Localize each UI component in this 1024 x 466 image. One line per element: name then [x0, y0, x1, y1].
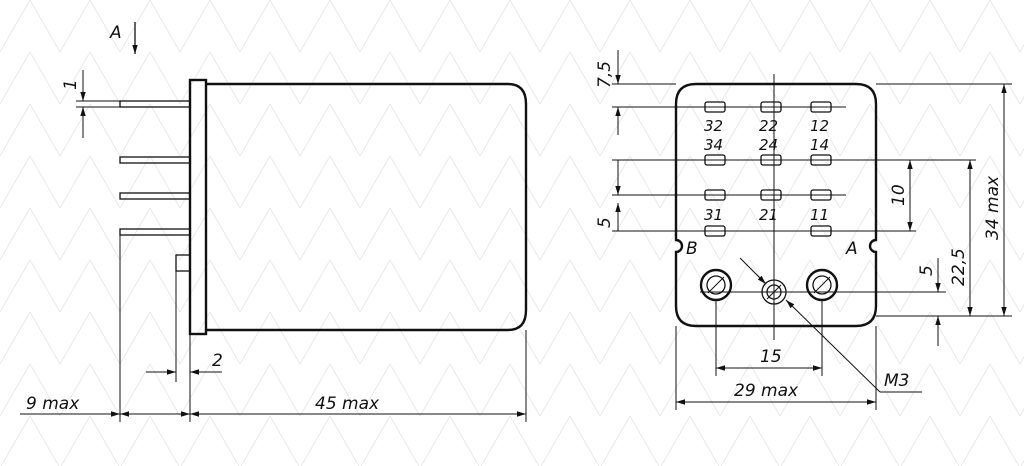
- pin-label: 31: [704, 206, 723, 224]
- pin-4: [119, 228, 191, 236]
- svg-text:15: 15: [760, 347, 782, 367]
- pin-2: [119, 156, 191, 164]
- svg-text:M3: M3: [884, 371, 909, 391]
- pin-pad: [704, 154, 726, 166]
- dim-height: 34 max: [983, 84, 1007, 316]
- svg-text:1: 1: [61, 79, 81, 90]
- pin-label: 14: [810, 136, 829, 154]
- view-marker-label: A: [109, 23, 122, 43]
- pin-pad: [810, 101, 832, 113]
- svg-text:34 max: 34 max: [983, 175, 1003, 240]
- base-plate: [674, 82, 878, 328]
- side-view: A 1 2: [20, 22, 528, 422]
- relay-cover: [206, 82, 528, 332]
- pin-pad: [810, 225, 832, 237]
- dim-body-length-label: 45 max: [315, 394, 380, 414]
- dim-hole-spacing: 15: [716, 347, 822, 371]
- corner-label-b: B: [686, 239, 698, 259]
- pin-pad: [810, 154, 832, 166]
- svg-text:5: 5: [917, 265, 937, 276]
- svg-text:22,5: 22,5: [949, 248, 969, 286]
- pin-pad: [810, 189, 832, 201]
- dim-width: 29 max: [675, 326, 877, 410]
- pin-pad: [760, 101, 782, 113]
- dim-row-pitch: 10: [889, 160, 913, 231]
- svg-text:10: 10: [889, 184, 909, 206]
- front-view: 32 22 12 34 24 14 31 21 11 B A: [595, 50, 1012, 410]
- pin-label: 21: [759, 206, 778, 224]
- dim-screw-offset: 5: [917, 258, 941, 346]
- dim-rows-span: 22,5: [949, 160, 973, 316]
- dim-bottom-row-offset: 5: [595, 160, 621, 231]
- svg-text:29 max: 29 max: [734, 381, 799, 401]
- dim-pin-length-label: 9 max: [26, 394, 80, 414]
- corner-label-a: A: [845, 239, 858, 259]
- pin-pad: [704, 225, 726, 237]
- dim-lengths: 9 max 45 max: [20, 235, 527, 422]
- pin-pad: [704, 101, 726, 113]
- pin-label: 11: [810, 206, 829, 224]
- pin-label: 32: [704, 117, 723, 135]
- dim-key-offset: 2: [146, 271, 223, 422]
- dim-pin-thickness: 1: [61, 70, 190, 138]
- thread-leader: M3: [739, 257, 922, 393]
- pin-label: 24: [759, 136, 778, 154]
- dim-top-row-offset: 7,5: [595, 50, 676, 135]
- pin-pad: [704, 189, 726, 201]
- svg-text:7,5: 7,5: [595, 61, 615, 88]
- mounting-flange: [188, 78, 208, 336]
- key-stub: [175, 254, 191, 272]
- pin-3: [119, 192, 191, 200]
- pin-pad: [760, 154, 782, 166]
- pin-label: 34: [704, 136, 723, 154]
- svg-text:2: 2: [212, 351, 223, 371]
- svg-text:5: 5: [595, 217, 615, 228]
- pin-label: 22: [759, 117, 778, 135]
- pin-pad: [760, 189, 782, 201]
- pin-label: 12: [810, 117, 829, 135]
